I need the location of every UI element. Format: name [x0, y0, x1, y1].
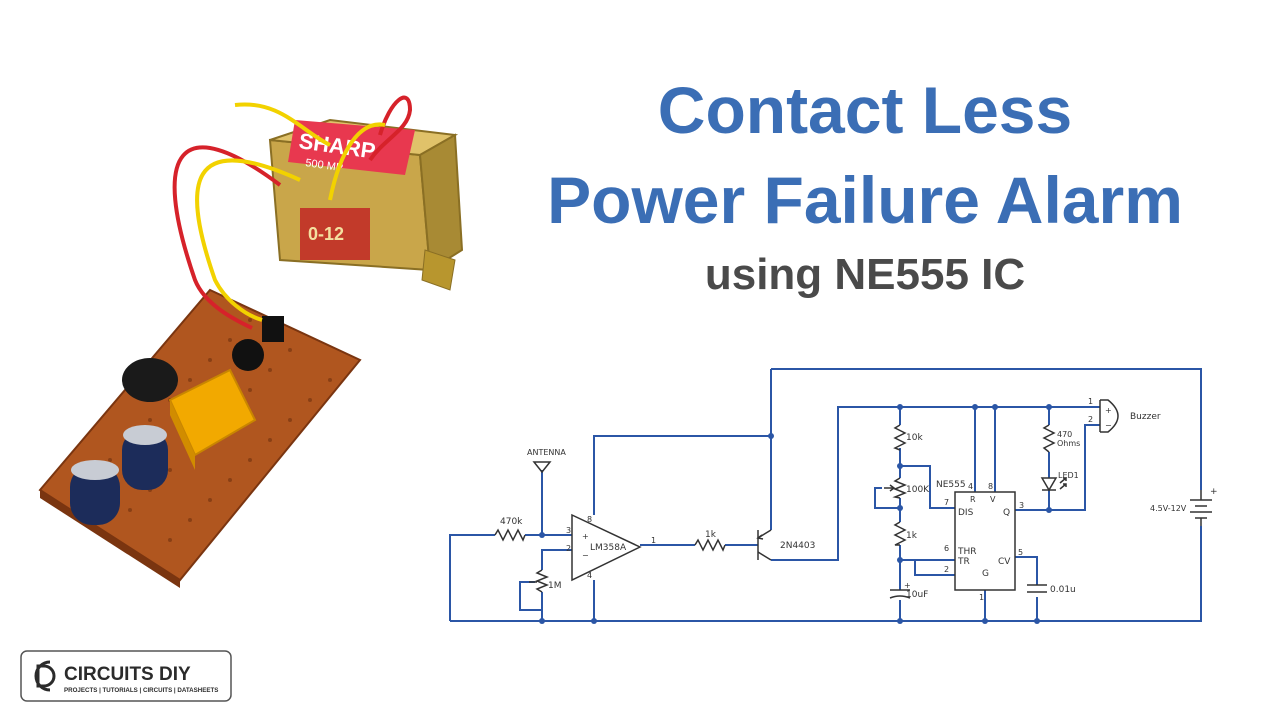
relay-component: [168, 368, 257, 470]
transistor-symbol: [756, 529, 772, 561]
transformer-voltage: 0-12: [308, 224, 344, 244]
circuit-photo: SHARP 500 MP 0-12: [38, 95, 464, 588]
ne555-tr: TR: [957, 557, 970, 567]
circuit-schematic: ANTENNA LM358A 3 2 1 8 4 + − 2N4403 + NE…: [449, 368, 1218, 624]
label-ohms: Ohms: [1057, 439, 1080, 448]
resistor-1k-b: [893, 521, 907, 546]
antenna-label: ANTENNA: [527, 448, 566, 457]
ne555-dis: DIS: [958, 508, 974, 518]
capacitor-001u: [1027, 584, 1047, 593]
ne555-label: NE555: [936, 480, 966, 490]
opamp-label: LM358A: [590, 543, 627, 553]
opamp-pin2: 2: [566, 544, 571, 553]
pot-100k: [892, 477, 908, 499]
ne555-pin4: 4: [968, 482, 973, 491]
opamp-minus: −: [582, 551, 589, 560]
buzzer-label: Buzzer: [1130, 412, 1161, 422]
label-1k-a: 1k: [705, 530, 717, 540]
circuits-diy-logo: CIRCUITS DIY PROJECTS | TUTORIALS | CIRC…: [20, 650, 232, 702]
opamp-pin8: 8: [587, 515, 592, 524]
subtitle: using NE555 IC: [704, 250, 1026, 299]
label-10uf: 10uF: [906, 590, 928, 600]
buzzer-minus: −: [1105, 421, 1112, 430]
battery-symbol: [1190, 490, 1212, 526]
opamp-pin4: 4: [587, 571, 592, 580]
ne555-chip: [954, 491, 1016, 591]
capacitor-2: [70, 460, 120, 525]
ic-component: [262, 316, 284, 342]
buzzer-component: [122, 358, 178, 402]
label-1k-b: 1k: [906, 531, 918, 541]
red-wire-2: [368, 95, 413, 162]
opamp-plus: +: [582, 532, 589, 541]
pot-1m: [534, 569, 550, 593]
yellow-wire-2: [234, 102, 331, 147]
resistor-1k-a: [694, 538, 726, 552]
transistor-label: 2N4403: [780, 541, 815, 551]
opamp-symbol: [571, 513, 642, 582]
resistor-470k: [494, 528, 526, 542]
label-100k: 100K: [906, 485, 930, 495]
label-001u: 0.01u: [1050, 585, 1076, 595]
ne555-pin8: 8: [988, 482, 993, 491]
ne555-pin6: 6: [944, 544, 949, 553]
led-symbol: [1040, 477, 1067, 492]
label-1m: 1M: [548, 581, 562, 591]
transformer: SHARP 500 MP 0-12: [268, 118, 464, 291]
label-470: 470: [1057, 430, 1072, 439]
schematic-wires: [449, 368, 1202, 622]
opamp-pin1: 1: [651, 536, 656, 545]
led-label: LED1: [1058, 471, 1079, 480]
buzzer-symbol: [1099, 399, 1119, 433]
ne555-pin5: 5: [1018, 548, 1023, 557]
ne555-pin7: 7: [944, 498, 949, 507]
red-wire-1: [172, 145, 282, 330]
cap-10uf-plus: +: [904, 581, 911, 590]
ne555-pin2: 2: [944, 565, 949, 574]
capacitor-1: [122, 425, 168, 490]
buzzer-pin1: 1: [1088, 397, 1093, 406]
logo-icon: [34, 660, 56, 692]
ne555-r: R: [970, 495, 976, 504]
junctions: [539, 404, 1052, 624]
yellow-wire-3: [328, 122, 386, 201]
title-line-2: Power Failure Alarm: [547, 163, 1183, 237]
buzzer-plus: +: [1105, 406, 1112, 415]
ne555-v: V: [990, 495, 996, 504]
ne555-cv: CV: [998, 557, 1011, 567]
transistor-component: [232, 339, 264, 371]
resistor-10k: [893, 424, 907, 451]
resistor-470-ohm: [1042, 424, 1056, 453]
opamp-pin3: 3: [566, 526, 571, 535]
battery-label: 4.5V-12V: [1150, 504, 1187, 513]
ne555-q: Q: [1003, 508, 1010, 518]
logo-name: CIRCUITS DIY: [64, 664, 191, 685]
ne555-pin1: 1: [979, 593, 984, 602]
transformer-rating: 500 MP: [305, 157, 344, 174]
label-10k: 10k: [906, 433, 923, 443]
ne555-g: G: [982, 569, 989, 579]
title-line-1: Contact Less: [657, 73, 1073, 147]
antenna-icon: [532, 461, 552, 474]
logo-tagline: PROJECTS | TUTORIALS | CIRCUITS | DATASH…: [64, 687, 218, 694]
ne555-thr: THR: [957, 547, 977, 557]
label-470k: 470k: [500, 517, 523, 527]
ne555-pin3: 3: [1019, 501, 1024, 510]
battery-plus: +: [1210, 487, 1218, 497]
buzzer-pin2: 2: [1088, 415, 1093, 424]
capacitor-10uf: [889, 589, 911, 599]
yellow-wire-1: [195, 158, 301, 322]
